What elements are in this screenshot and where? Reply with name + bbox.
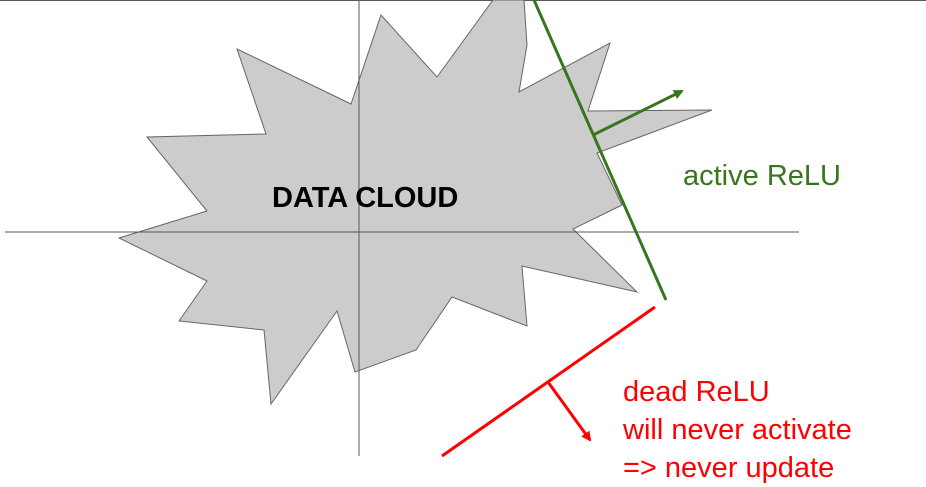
data-cloud-shape: [117, 0, 713, 406]
dead-relu-line-1: dead ReLU: [623, 376, 770, 408]
active-relu-arrow: [592, 89, 684, 137]
dead-relu-arrow: [546, 381, 592, 442]
dead-relu-label: dead ReLU will never activate => never u…: [623, 373, 852, 487]
active-relu-label: active ReLU: [683, 160, 841, 192]
data-cloud-label: DATA CLOUD: [272, 182, 459, 214]
active-relu-line: [532, 0, 668, 301]
dead-relu-line: [441, 305, 656, 458]
dead-relu-line-3: => never update: [623, 452, 835, 484]
dead-relu-line-2: will never activate: [623, 414, 852, 446]
